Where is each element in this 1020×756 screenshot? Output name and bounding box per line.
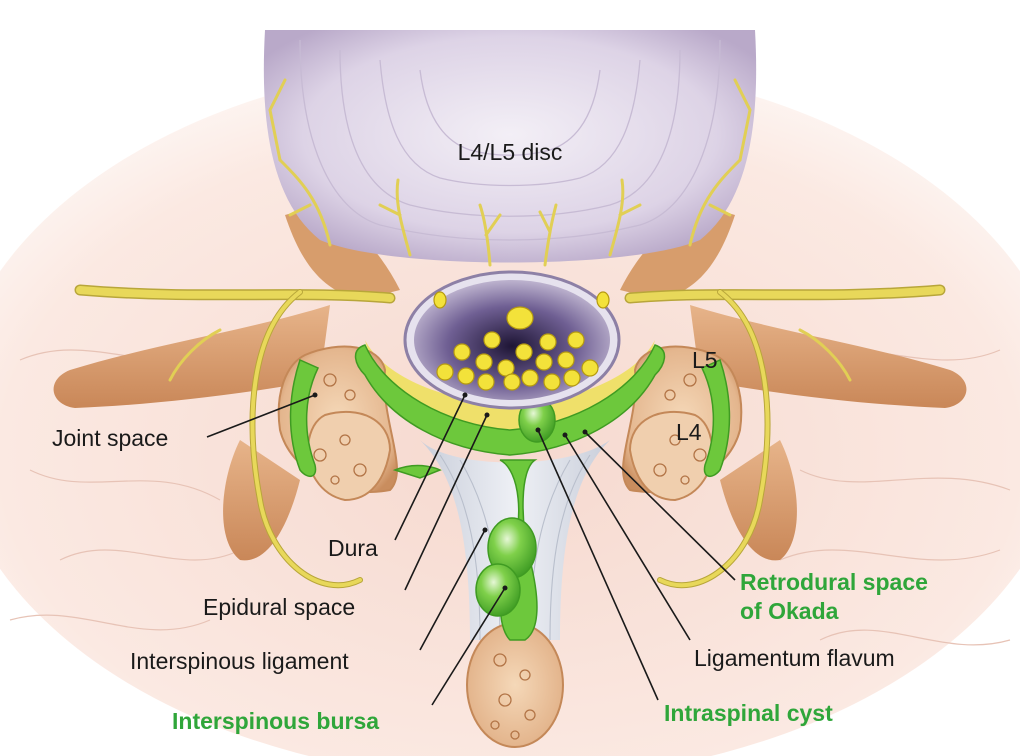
label-intraspinal-cyst: Intraspinal cyst <box>664 700 833 726</box>
label-dura: Dura <box>328 535 378 561</box>
label-l5: L5 <box>692 347 718 373</box>
label-ligamentum-flavum: Ligamentum flavum <box>694 645 895 671</box>
label-interspinous-bursa: Interspinous bursa <box>172 708 379 734</box>
label-l4: L4 <box>676 419 702 445</box>
interspinous-bursa-shape <box>476 564 520 616</box>
label-retrodural-space-line2: of Okada <box>740 598 839 624</box>
label-interspinous-ligament: Interspinous ligament <box>130 648 349 674</box>
label-retrodural-space-line1: Retrodural space <box>740 569 928 595</box>
spinous-process <box>467 623 563 747</box>
label-epidural-space: Epidural space <box>203 594 355 620</box>
label-disc: L4/L5 disc <box>458 139 563 165</box>
label-joint-space: Joint space <box>52 425 168 451</box>
